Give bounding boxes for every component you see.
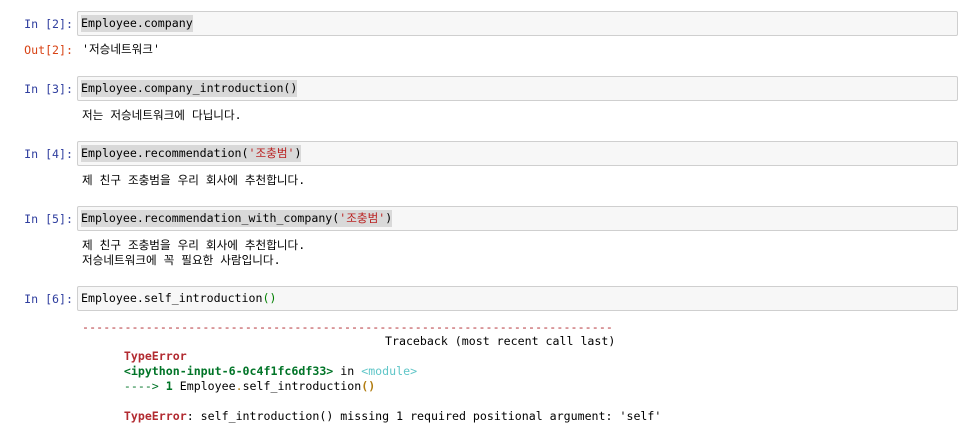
code-text[interactable]: Employee.self_introduction() (81, 290, 276, 307)
traceback-line-number: 1 (165, 379, 173, 393)
traceback-separator: ----------------------------------------… (82, 320, 614, 334)
traceback-line: ----> 1 Employee.self_introduction() (82, 364, 375, 409)
traceback-line-attr: self_introduction (242, 379, 362, 393)
output-prompt: Out[2]: (24, 43, 73, 57)
code-text[interactable]: Employee.company (81, 15, 193, 32)
cell-output: 제 친구 조충범을 우리 회사에 추천합니다. (82, 173, 306, 187)
code-input[interactable]: Employee.self_introduction() (77, 286, 958, 311)
traceback-module: <module> (361, 364, 418, 378)
code-input[interactable]: Employee.recommendation_with_company('조충… (77, 206, 958, 231)
code-string-literal: '조충범' (248, 146, 295, 160)
code-close-paren: ) (385, 211, 393, 225)
code-input[interactable]: Employee.recommendation('조충범') (77, 141, 958, 166)
code-call: Employee.recommendation( (81, 146, 249, 160)
cell-output: '저승네트워크' (82, 42, 160, 56)
input-prompt: In [2]: (24, 17, 73, 31)
cell-output-line-2: 저승네트워크에 꼭 필요한 사람입니다. (82, 253, 281, 267)
traceback-line-dot: . (235, 379, 243, 393)
code-input[interactable]: Employee.company_introduction() (77, 76, 958, 101)
code-text[interactable]: Employee.recommendation_with_company('조충… (81, 210, 393, 227)
traceback-in-word: in (333, 364, 362, 378)
traceback-frame: <ipython-input-6-0c4f1fc6df33> in <modul… (82, 349, 417, 394)
final-error-type: TypeError (123, 409, 187, 423)
input-prompt: In [4]: (24, 147, 73, 161)
traceback-error-type: TypeError (123, 349, 187, 363)
traceback-line-parens: () (361, 379, 376, 393)
code-call: Employee.recommendation_with_company( (81, 211, 340, 225)
cell-output-line-1: 제 친구 조충범을 우리 회사에 추천합니다. (82, 238, 306, 252)
input-prompt: In [5]: (24, 212, 73, 226)
code-input[interactable]: Employee.company (77, 11, 958, 36)
traceback-input-ref: <ipython-input-6-0c4f1fc6df33> (123, 364, 334, 378)
traceback-header-right: Traceback (most recent call last) (385, 334, 616, 348)
code-call: Employee.self_introduction (81, 291, 263, 305)
input-prompt: In [3]: (24, 82, 73, 96)
input-prompt: In [6]: (24, 292, 73, 306)
code-text[interactable]: Employee.company_introduction() (81, 80, 298, 97)
code-close-paren: ) (294, 146, 302, 160)
traceback-line-object: Employee (179, 379, 236, 393)
cell-output: 저는 저승네트워크에 다닙니다. (82, 108, 242, 122)
code-parens: () (262, 291, 277, 305)
code-string-literal: '조충범' (339, 211, 386, 225)
final-error-message: : self_introduction() missing 1 required… (186, 409, 662, 423)
traceback-header: TypeError (82, 334, 187, 379)
code-text[interactable]: Employee.recommendation('조충범') (81, 145, 302, 162)
traceback-arrow: ----> (123, 379, 159, 393)
traceback-final-error: TypeError: self_introduction() missing 1… (82, 394, 661, 428)
